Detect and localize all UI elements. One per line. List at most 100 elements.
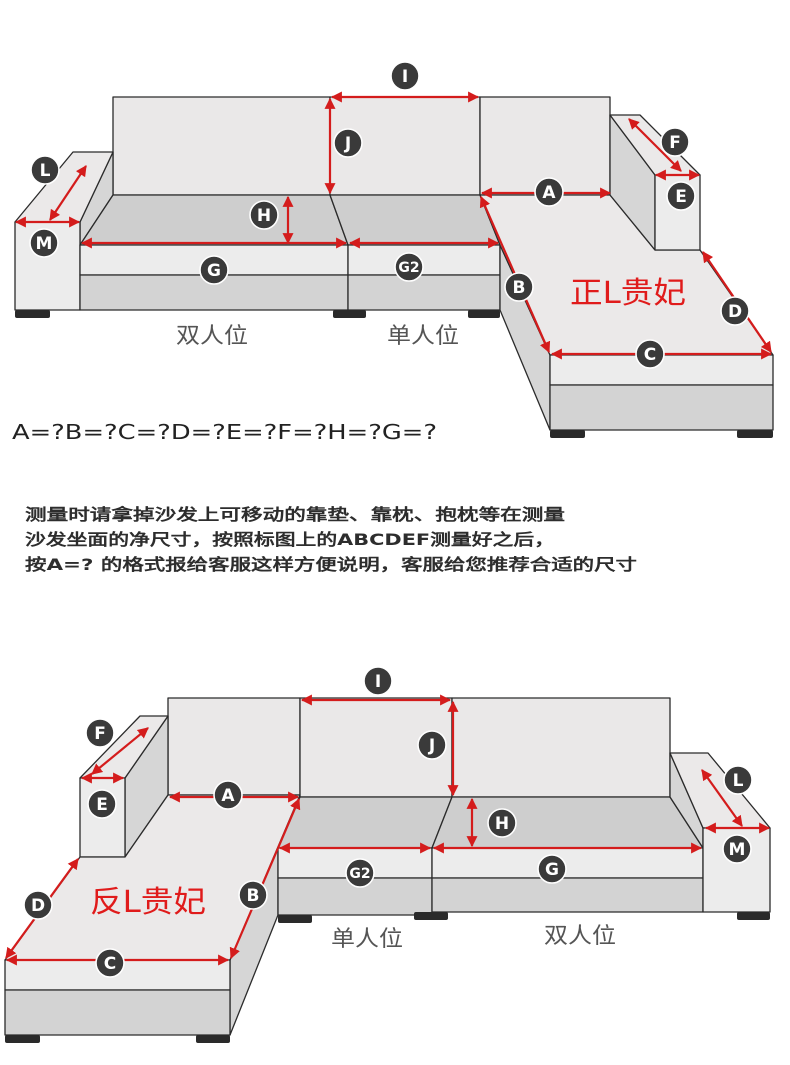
marker-letter: M (729, 840, 746, 860)
instruction-line: 按A=? 的格式报给客服这样方便说明，客服给您推荐合适的尺寸 (25, 555, 637, 574)
marker-letter: A (542, 183, 556, 203)
marker-letter: L (733, 771, 744, 791)
top-marker-j: J (333, 128, 363, 158)
bottom-marker-d: D (23, 890, 53, 920)
marker-letter: I (375, 672, 381, 692)
top-marker-c: C (635, 339, 665, 369)
marker-circle (333, 128, 363, 158)
marker-letter: F (669, 133, 681, 153)
bottom-double-seat-front (431, 847, 704, 879)
instruction-line: 沙发坐面的净尺寸，按照标图上的ABCDEF测量好之后， (25, 530, 555, 549)
marker-circle (249, 200, 279, 230)
marker-letter: A (221, 786, 235, 806)
bottom-marker-a: A (213, 780, 243, 810)
marker-letter: C (644, 345, 656, 365)
top-marker-b: B (504, 272, 534, 302)
marker-circle (345, 858, 375, 888)
marker-circle (635, 339, 665, 369)
top-single-seat-base (347, 274, 501, 311)
marker-letter: D (728, 302, 742, 322)
top-marker-a: A (534, 177, 564, 207)
top-label-single-seat: 单人位 (387, 324, 459, 349)
bottom-label-double-seat: 双人位 (544, 924, 616, 949)
sofa-leg (737, 430, 773, 438)
marker-letter: M (36, 234, 53, 254)
sofa-leg (333, 310, 366, 318)
marker-circle (30, 155, 60, 185)
marker-circle (85, 718, 115, 748)
top-double-seat-top (79, 194, 349, 246)
marker-letter: F (94, 724, 106, 744)
bottom-arrow-l (701, 769, 743, 827)
top-marker-f: F (660, 127, 690, 157)
marker-circle (417, 730, 447, 760)
bottom-single-seat-top (277, 796, 453, 849)
bottom-marker-h: H (487, 808, 517, 838)
marker-letter: G (545, 860, 559, 880)
marker-circle (87, 789, 117, 819)
bottom-marker-j: J (417, 730, 447, 760)
sofa-leg (737, 912, 770, 920)
bottom-marker-i: I (363, 666, 393, 696)
marker-circle (363, 666, 393, 696)
top-marker-d: D (720, 296, 750, 326)
bottom-diagram: I J A B C D E F G2 G H L M 反L贵妃 单人位 双人位 (4, 666, 771, 1043)
marker-circle (534, 177, 564, 207)
sofa-leg (196, 1035, 230, 1043)
bottom-double-seat-base (431, 877, 704, 913)
sofa-leg (468, 310, 500, 318)
top-dimension-markers: I J H G G2 L M A B C D E F (29, 61, 750, 369)
marker-circle (29, 228, 59, 258)
top-label-double-seat: 双人位 (176, 324, 248, 349)
bottom-back-cushion-double (451, 697, 671, 798)
marker-letter: J (428, 736, 435, 756)
instructions: 测量时请拿掉沙发上可移动的靠垫、靠枕、抱枕等在测量 沙发坐面的净尺寸，按照标图上… (25, 505, 637, 574)
marker-letter: B (513, 278, 526, 298)
marker-circle (238, 880, 268, 910)
marker-letter: G (207, 261, 221, 281)
marker-letter: B (247, 886, 260, 906)
bottom-dimension-markers: I J A B C D E F G2 G H L M (23, 666, 753, 978)
marker-letter: E (675, 187, 687, 207)
marker-circle (390, 61, 420, 91)
bottom-sofa-body (4, 697, 771, 1036)
bottom-marker-g2: G2 (345, 858, 375, 888)
bottom-back-cushion-chaise (167, 697, 301, 796)
marker-letter: G2 (349, 866, 370, 882)
marker-circle (487, 808, 517, 838)
bottom-diagram-title: 反L贵妃 (90, 885, 206, 920)
bottom-marker-f: F (85, 718, 115, 748)
sofa-leg (278, 915, 312, 923)
marker-letter: L (40, 161, 51, 181)
marker-letter: H (495, 814, 509, 834)
top-marker-m: M (29, 228, 59, 258)
top-marker-g2: G2 (394, 252, 424, 282)
top-sofa-body (14, 96, 774, 431)
top-chaise-base (549, 384, 774, 431)
marker-letter: D (31, 896, 45, 916)
bottom-marker-b: B (238, 880, 268, 910)
marker-letter: J (344, 134, 351, 154)
marker-circle (23, 890, 53, 920)
bottom-arrow-b (229, 797, 301, 960)
bottom-chaise-base (4, 989, 231, 1036)
top-marker-i: I (390, 61, 420, 91)
marker-letter: E (96, 795, 108, 815)
top-arrow-f (628, 118, 682, 172)
bottom-arrow-f (91, 727, 149, 775)
sofa-leg (414, 912, 448, 920)
marker-circle (394, 252, 424, 282)
bottom-marker-g: G (537, 854, 567, 884)
marker-circle (199, 255, 229, 285)
bottom-marker-c: C (95, 948, 125, 978)
marker-circle (504, 272, 534, 302)
marker-circle (537, 854, 567, 884)
marker-circle (720, 296, 750, 326)
sofa-leg (550, 430, 585, 438)
marker-circle (660, 127, 690, 157)
top-marker-l: L (30, 155, 60, 185)
sofa-leg (15, 310, 50, 318)
top-marker-e: E (666, 181, 696, 211)
top-arrow-l (49, 165, 87, 221)
